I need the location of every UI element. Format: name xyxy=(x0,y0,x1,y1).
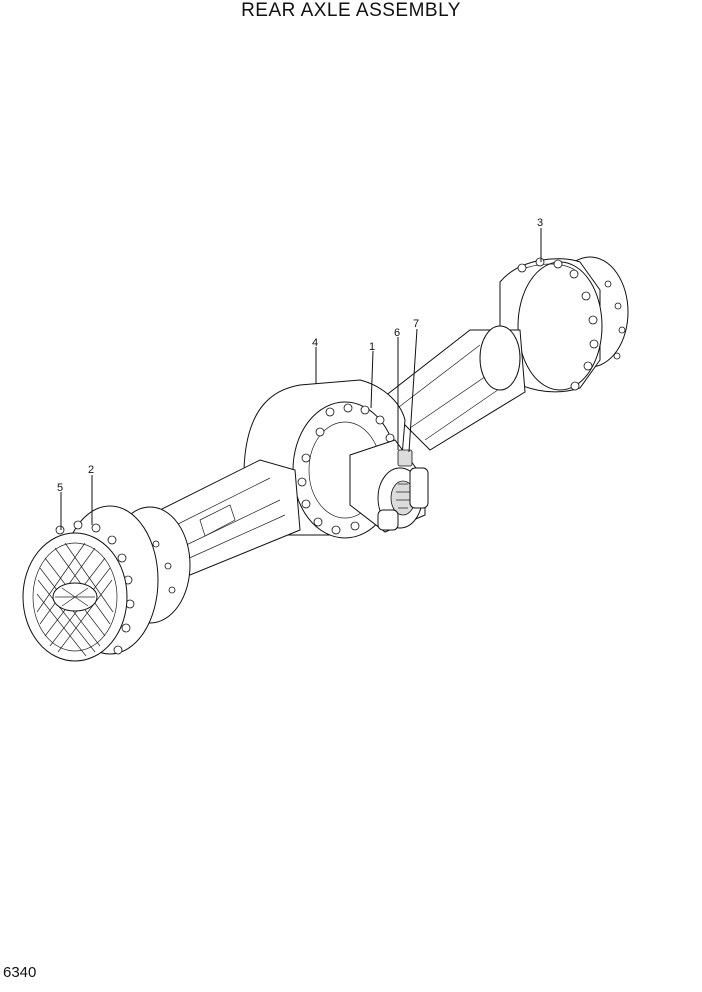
callout-1: 1 xyxy=(369,341,375,353)
callout-4: 4 xyxy=(312,337,318,349)
callout-6: 6 xyxy=(394,327,400,339)
callout-5: 5 xyxy=(57,482,63,494)
page-code: 6340 xyxy=(3,964,37,981)
page-title: REAR AXLE ASSEMBLY xyxy=(241,0,461,21)
pinion-flange xyxy=(349,439,429,533)
left-hub-bolts xyxy=(55,520,176,655)
right-axle-tube xyxy=(379,325,526,451)
callout-7: 7 xyxy=(413,318,419,330)
right-wheel-hub xyxy=(499,256,629,393)
left-wheel-hub xyxy=(22,505,191,662)
right-hub-bolts xyxy=(517,257,626,391)
callout-3: 3 xyxy=(537,217,543,229)
leader-lines xyxy=(60,228,542,530)
callout-2: 2 xyxy=(88,464,94,476)
